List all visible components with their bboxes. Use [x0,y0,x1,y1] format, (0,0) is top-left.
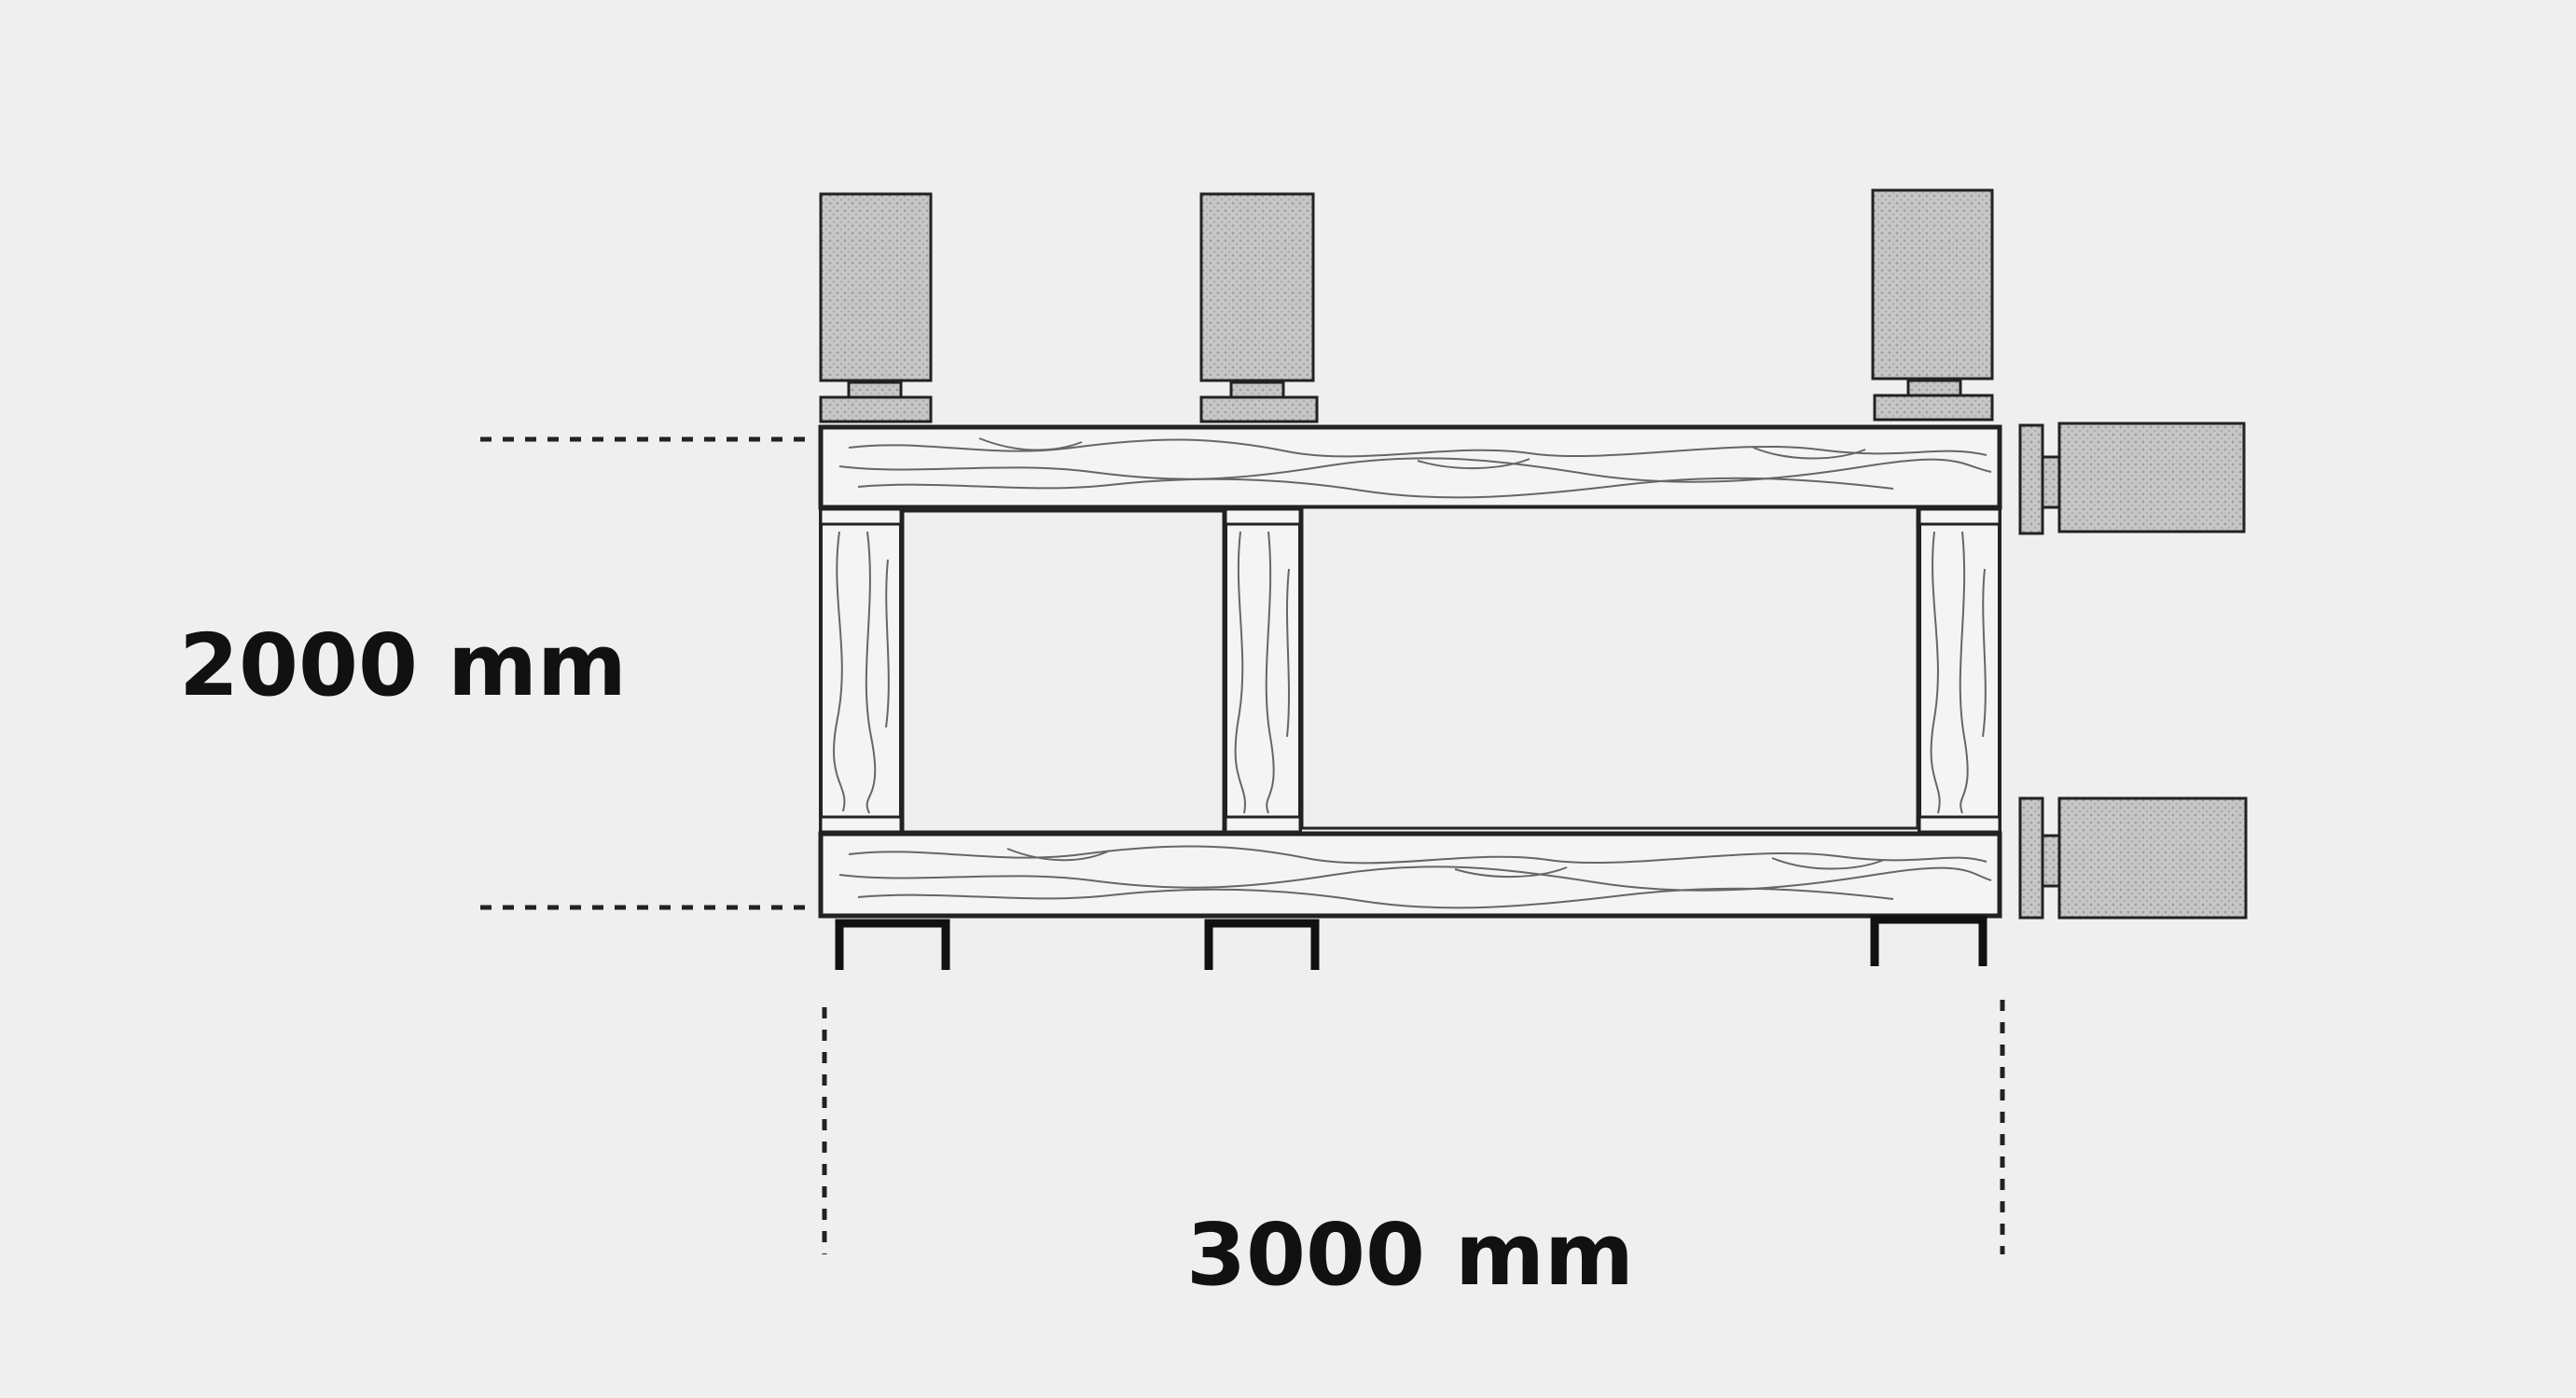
top-clamp-left [819,192,933,423]
top-clamp-right [1871,188,1994,422]
side-clamp-lower [2018,796,2248,920]
foot-left [835,919,950,970]
dimension-guides [480,436,2005,1254]
foot-right [1870,915,1987,966]
foot-middle [1204,919,1320,970]
opening-right [1300,505,1919,830]
wood-grain [833,437,1992,909]
side-clamp-upper [2018,422,2246,535]
height-dimension-label: 2000 mm [179,616,627,715]
top-clamp-middle [1199,192,1319,423]
bottom-beam [818,831,2002,919]
opening-left [901,509,1226,834]
timber-frame [818,424,2002,919]
width-dimension-label: 3000 mm [1186,1205,1634,1305]
feet [835,915,1987,970]
